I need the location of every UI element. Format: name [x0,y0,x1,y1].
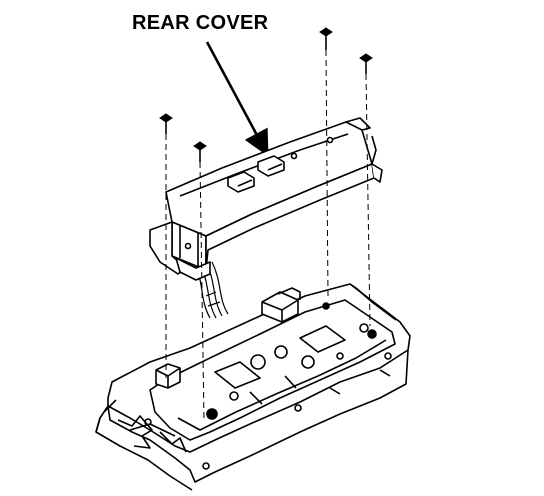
screw [193,141,207,421]
callout-arrow [205,41,269,157]
screw [319,27,333,297]
switch-base-panel [95,283,411,491]
rear-cover-callout-label: REAR COVER [132,12,269,34]
rear-cover [149,117,383,281]
screw [159,113,173,378]
screw [359,53,373,327]
